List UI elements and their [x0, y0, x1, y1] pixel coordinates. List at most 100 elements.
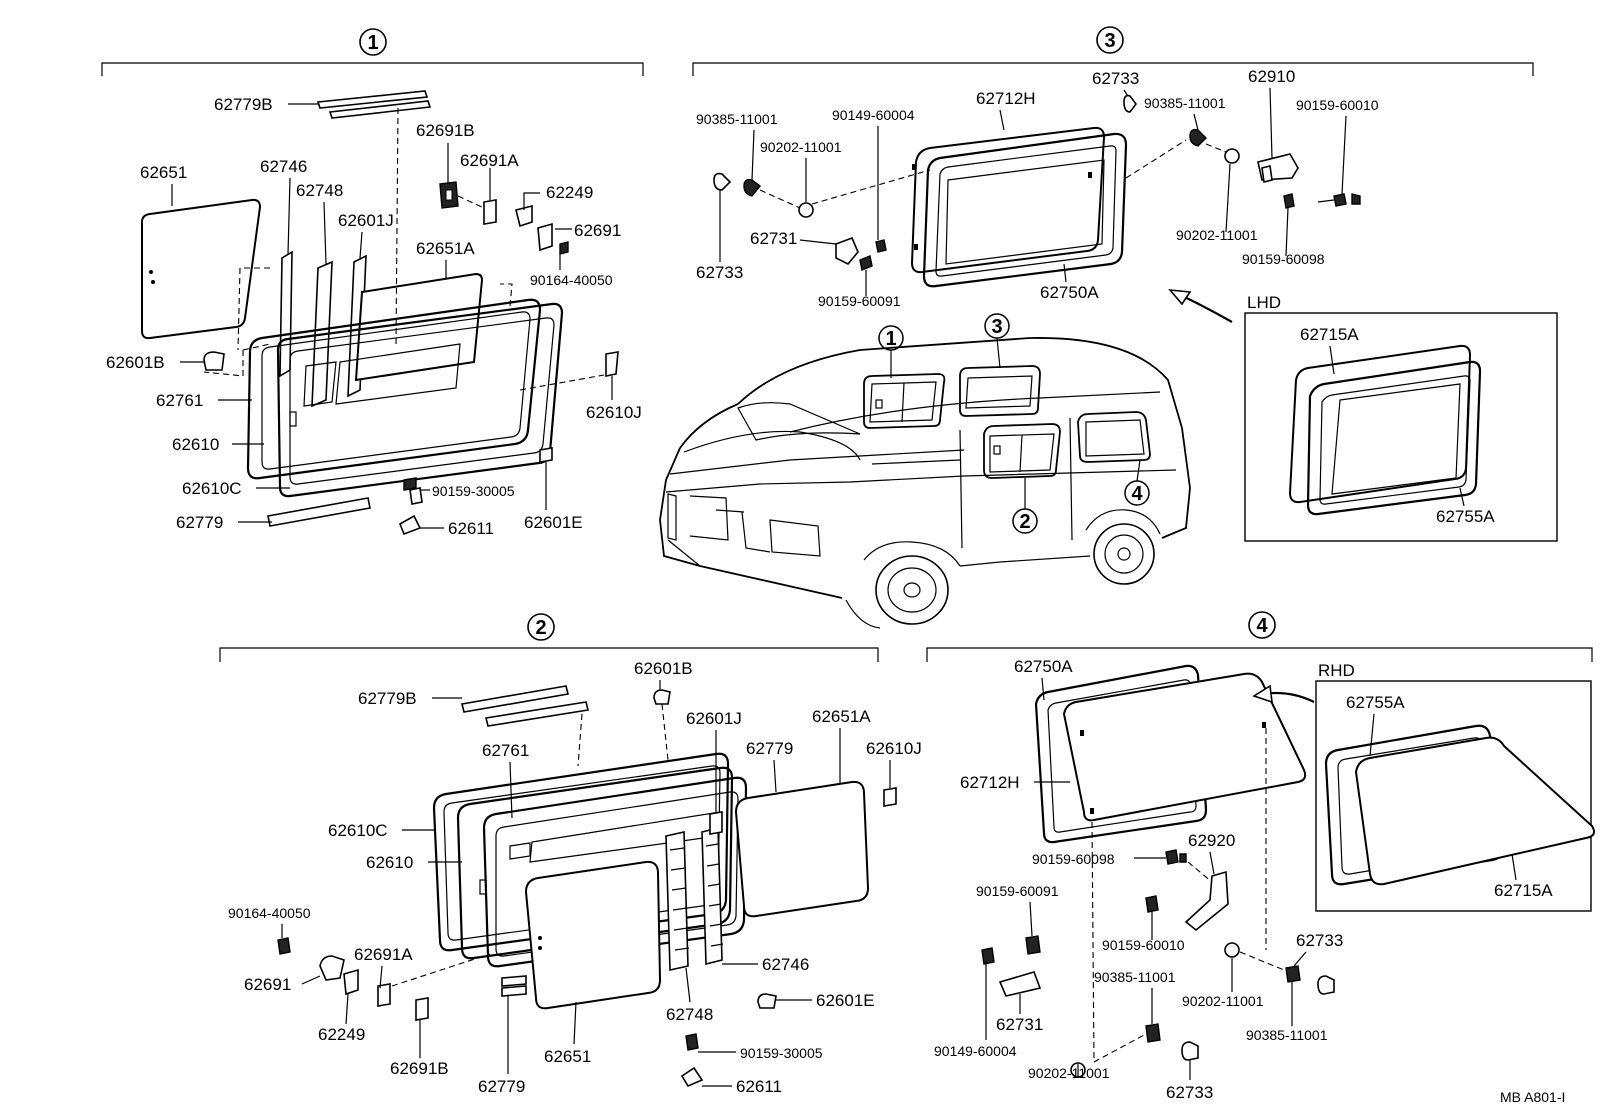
label-62748: 62748: [296, 181, 343, 200]
label-62249-2: 62249: [318, 1025, 365, 1044]
group-1-labels: 62779B 62691B 62691A 62249 62691 90164-4…: [106, 95, 642, 538]
label-62920: 62920: [1188, 831, 1235, 850]
label-90149-60004: 90149-60004: [832, 107, 915, 123]
label-62748-2: 62748: [666, 1005, 713, 1024]
label-62733-a: 62733: [1092, 69, 1139, 88]
group-1-drawing: [141, 90, 619, 536]
label-62761-2: 62761: [482, 741, 529, 760]
label-62910: 62910: [1248, 67, 1295, 86]
label-62610-2: 62610: [366, 853, 413, 872]
label-90159-60098-4: 90159-60098: [1032, 851, 1115, 867]
label-62761: 62761: [156, 391, 203, 410]
label-62731-4: 62731: [996, 1015, 1043, 1034]
group-3-number: 3: [1104, 30, 1115, 52]
label-62755A-4: 62755A: [1346, 693, 1405, 712]
label-62715A-4: 62715A: [1494, 881, 1553, 900]
label-62601J-2: 62601J: [686, 709, 742, 728]
label-62691B-2: 62691B: [390, 1059, 449, 1078]
label-62611: 62611: [448, 519, 494, 538]
label-62750A-4: 62750A: [1014, 657, 1073, 676]
label-62731: 62731: [750, 229, 797, 248]
label-62610C: 62610C: [182, 479, 242, 498]
label-lhd: LHD: [1247, 293, 1281, 312]
group-4-circle: [1248, 611, 1276, 639]
label-62779B: 62779B: [214, 95, 273, 114]
label-90149-60004-4: 90149-60004: [934, 1043, 1017, 1059]
group-3-labels: 90385-11001 90149-60004 90202-11001 6271…: [696, 67, 1495, 526]
label-62601B: 62601B: [106, 353, 165, 372]
label-62691B: 62691B: [416, 121, 475, 140]
label-62691: 62691: [574, 221, 621, 240]
label-90202-11001-a: 90202-11001: [760, 139, 842, 155]
label-90164-40050-2: 90164-40050: [228, 905, 311, 921]
label-62610J: 62610J: [586, 403, 642, 422]
car-mark-2: 2: [1019, 511, 1030, 533]
label-62750A: 62750A: [1040, 283, 1099, 302]
label-62601B-2: 62601B: [634, 659, 693, 678]
label-62651: 62651: [140, 163, 187, 182]
label-62651-2: 62651: [544, 1047, 591, 1066]
label-62249: 62249: [546, 183, 593, 202]
group-1-header: 1: [101, 28, 644, 76]
label-62733-a-4: 62733: [1296, 931, 1343, 950]
label-62611-2: 62611: [736, 1077, 782, 1096]
label-90159-30005-2: 90159-30005: [740, 1045, 823, 1061]
label-62779-a-2: 62779: [746, 739, 793, 758]
label-90385-11001-a-4: 90385-11001: [1094, 969, 1176, 985]
label-62746: 62746: [260, 157, 307, 176]
label-62712H-4: 62712H: [960, 773, 1020, 792]
label-62601E: 62601E: [524, 513, 583, 532]
label-62746-2: 62746: [762, 955, 809, 974]
label-90385-11001-a: 90385-11001: [696, 111, 778, 127]
label-90159-60010: 90159-60010: [1296, 97, 1379, 113]
group-4-labels: 62750A 62712H 62920 90159-60098 90159-60…: [934, 657, 1553, 1102]
group-4-header: 4: [926, 611, 1593, 662]
label-62733-b: 62733: [696, 263, 743, 282]
car-mark-3: 3: [991, 316, 1002, 338]
label-90385-11001-b: 90385-11001: [1144, 95, 1226, 111]
group-4-number: 4: [1256, 615, 1268, 637]
label-62610C-2: 62610C: [328, 821, 388, 840]
label-62691A: 62691A: [460, 151, 519, 170]
label-62691A-2: 62691A: [354, 945, 413, 964]
label-62691-2: 62691: [244, 975, 291, 994]
group-3-header: 3: [692, 26, 1534, 76]
label-62779: 62779: [176, 513, 223, 532]
group-3-circle: [1096, 26, 1124, 54]
label-90159-60098: 90159-60098: [1242, 251, 1325, 267]
group-1-number: 1: [367, 32, 378, 54]
car-mark-4: 4: [1131, 483, 1143, 505]
label-90159-60091: 90159-60091: [818, 293, 901, 309]
group-2-drawing: [277, 685, 897, 1088]
group-2-number: 2: [535, 617, 546, 639]
group-3-drawing: [713, 94, 1558, 542]
label-62610: 62610: [172, 435, 219, 454]
label-90202-11001-a-4: 90202-11001: [1182, 993, 1264, 1009]
label-62712H: 62712H: [976, 89, 1036, 108]
label-62601J: 62601J: [338, 211, 394, 230]
label-62755A: 62755A: [1436, 507, 1495, 526]
label-62715A: 62715A: [1300, 325, 1359, 344]
label-62610J-2: 62610J: [866, 739, 922, 758]
label-90202-11001-b-4: 90202-11001: [1028, 1065, 1110, 1081]
label-90159-60091-4: 90159-60091: [976, 883, 1059, 899]
label-rhd: RHD: [1318, 661, 1355, 680]
label-62733-b-4: 62733: [1166, 1083, 1213, 1102]
label-90385-11001-b-4: 90385-11001: [1246, 1027, 1328, 1043]
van-illustration: 1 3 2 4: [659, 313, 1191, 629]
label-90159-30005: 90159-30005: [432, 483, 515, 499]
label-62651A: 62651A: [416, 239, 475, 258]
group-2-header: 2: [219, 613, 879, 662]
car-mark-1: 1: [885, 328, 896, 350]
label-90202-11001-b: 90202-11001: [1176, 227, 1258, 243]
group-4-drawing: [981, 664, 1595, 1078]
label-62779B-2: 62779B: [358, 689, 417, 708]
group-2-circle: [527, 613, 555, 641]
label-62651A-2: 62651A: [812, 707, 871, 726]
group-1-circle: [359, 28, 387, 56]
label-90164-40050: 90164-40050: [530, 272, 613, 288]
label-62779-b-2: 62779: [478, 1077, 525, 1096]
group-2-labels: 62601B 62779B 62601J 62651A 62761 62779 …: [228, 659, 922, 1096]
